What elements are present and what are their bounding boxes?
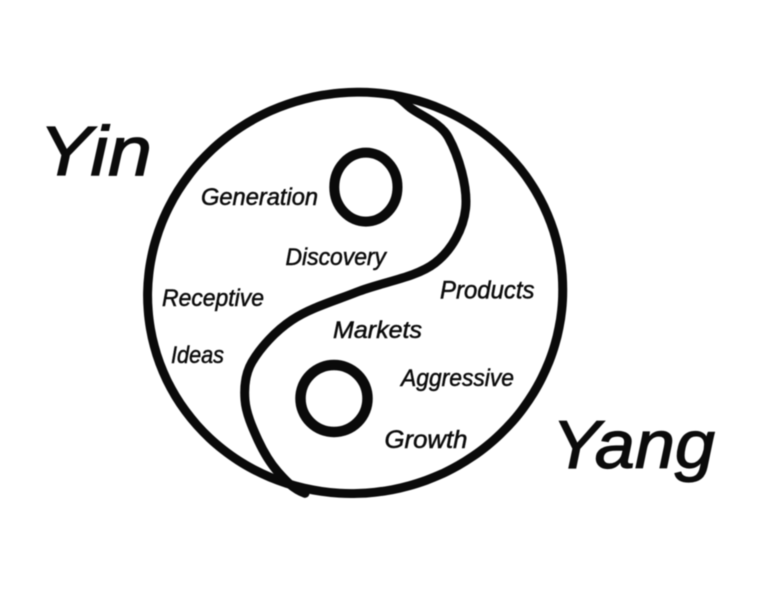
svg-text:Growth: Growth xyxy=(385,426,468,454)
svg-text:Markets: Markets xyxy=(333,317,422,344)
svg-text:Receptive: Receptive xyxy=(162,285,264,312)
svg-text:Aggressive: Aggressive xyxy=(399,365,514,392)
svg-text:Ideas: Ideas xyxy=(171,342,224,369)
svg-text:Products: Products xyxy=(440,277,535,305)
svg-text:Discovery: Discovery xyxy=(286,244,388,271)
svg-text:Yang: Yang xyxy=(552,407,715,483)
svg-text:Yin: Yin xyxy=(39,112,152,190)
svg-text:Generation: Generation xyxy=(201,184,318,211)
